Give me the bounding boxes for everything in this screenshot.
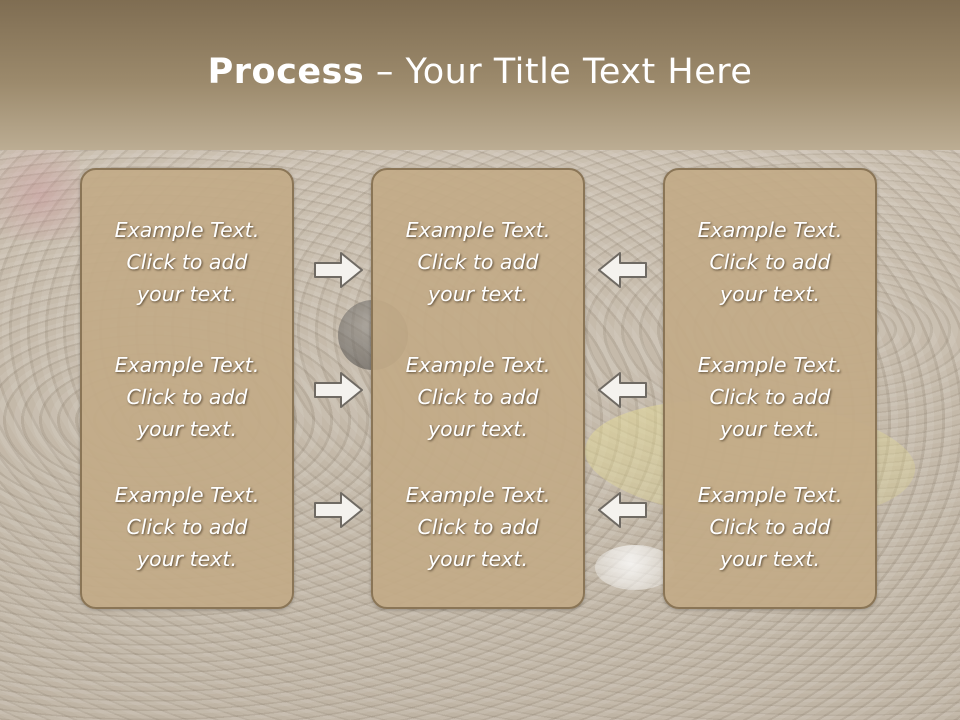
- text-line: Example Text.: [405, 483, 551, 507]
- text-line: Click to add: [709, 250, 831, 274]
- title-bold: Process: [207, 52, 365, 92]
- text-placeholder[interactable]: Example Text. Click to add your text.: [373, 479, 583, 575]
- text-line: Example Text.: [405, 218, 551, 242]
- text-line: Click to add: [417, 515, 539, 539]
- text-line: Example Text.: [114, 218, 260, 242]
- text-line: Example Text.: [697, 483, 843, 507]
- text-line: Click to add: [126, 250, 248, 274]
- text-line: Click to add: [126, 515, 248, 539]
- process-box-right[interactable]: Example Text. Click to add your text. Ex…: [663, 168, 877, 609]
- text-placeholder[interactable]: Example Text. Click to add your text.: [665, 349, 875, 445]
- arrow-right-icon: [314, 372, 363, 408]
- text-placeholder[interactable]: Example Text. Click to add your text.: [665, 479, 875, 575]
- text-line: Click to add: [417, 385, 539, 409]
- text-placeholder[interactable]: Example Text. Click to add your text.: [82, 349, 292, 445]
- text-line: your text.: [720, 417, 820, 441]
- text-line: your text.: [428, 547, 528, 571]
- process-box-left[interactable]: Example Text. Click to add your text. Ex…: [80, 168, 294, 609]
- text-line: Example Text.: [697, 218, 843, 242]
- text-line: your text.: [137, 282, 237, 306]
- title-rest: Your Title Text Here: [405, 52, 753, 92]
- text-line: your text.: [137, 547, 237, 571]
- text-line: your text.: [428, 282, 528, 306]
- process-box-center[interactable]: Example Text. Click to add your text. Ex…: [371, 168, 585, 609]
- arrow-left-icon: [598, 252, 647, 288]
- text-line: your text.: [428, 417, 528, 441]
- text-line: your text.: [720, 282, 820, 306]
- text-line: your text.: [720, 547, 820, 571]
- text-line: Example Text.: [697, 353, 843, 377]
- text-line: Click to add: [709, 385, 831, 409]
- arrow-right-icon: [314, 252, 363, 288]
- arrow-left-icon: [598, 372, 647, 408]
- text-placeholder[interactable]: Example Text. Click to add your text.: [373, 214, 583, 310]
- title-band: [0, 0, 960, 150]
- text-placeholder[interactable]: Example Text. Click to add your text.: [373, 349, 583, 445]
- arrow-right-icon: [314, 492, 363, 528]
- text-line: Click to add: [417, 250, 539, 274]
- white-stone: [595, 545, 675, 590]
- text-line: Click to add: [709, 515, 831, 539]
- title-separator: –: [364, 52, 406, 92]
- text-line: your text.: [137, 417, 237, 441]
- slide-title[interactable]: Process – Your Title Text Here: [0, 52, 960, 92]
- flower-blur: [0, 150, 80, 240]
- text-line: Example Text.: [405, 353, 551, 377]
- text-line: Example Text.: [114, 353, 260, 377]
- text-placeholder[interactable]: Example Text. Click to add your text.: [82, 479, 292, 575]
- text-placeholder[interactable]: Example Text. Click to add your text.: [82, 214, 292, 310]
- arrow-left-icon: [598, 492, 647, 528]
- text-line: Click to add: [126, 385, 248, 409]
- text-placeholder[interactable]: Example Text. Click to add your text.: [665, 214, 875, 310]
- text-line: Example Text.: [114, 483, 260, 507]
